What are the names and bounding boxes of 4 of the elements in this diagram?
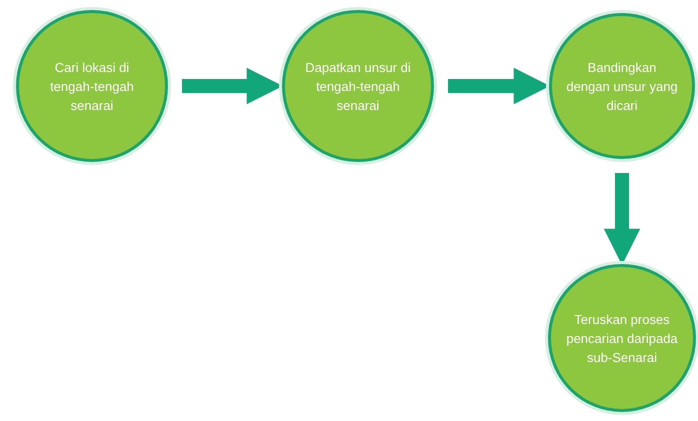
step-text: Teruskan proses pencarian daripada sub-Senarai	[566, 310, 678, 366]
step-text: Cari lokasi di tengah-tengah senarai	[49, 58, 135, 114]
step-text: Bandingkan dengan unsur yang dicari	[566, 58, 678, 114]
step-text: Dapatkan unsur di tengah-tengah senarai	[304, 58, 412, 114]
